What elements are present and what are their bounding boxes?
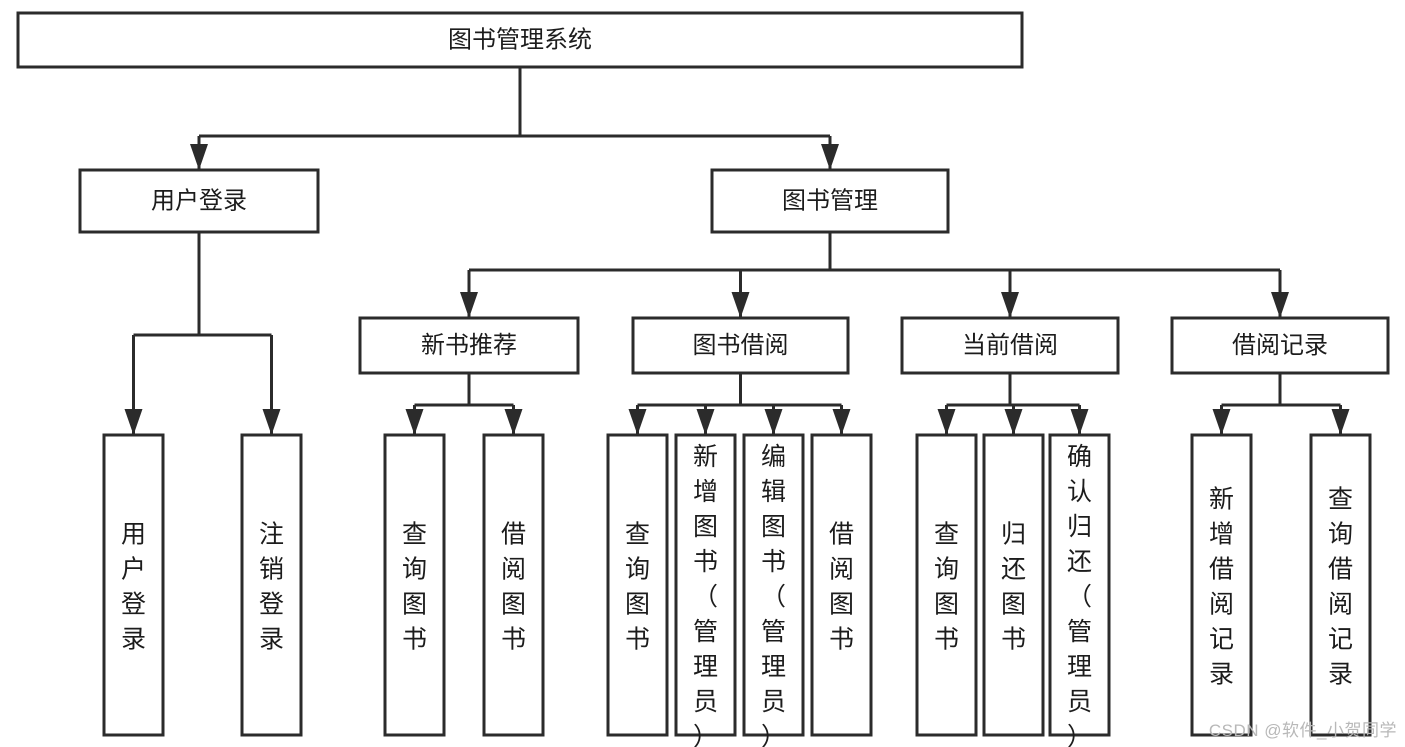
node-box-leaf-query-borrow-record[interactable] — [1309, 433, 1372, 737]
arrow-head-icon — [937, 409, 956, 435]
node-label-leaf-confirm-return-admin: 确认归还（管理员） — [1067, 443, 1092, 747]
node-label-book-borrow: 图书借阅 — [693, 332, 789, 359]
arrow-head-icon — [1070, 409, 1089, 435]
node-box-leaf-borrow-book-rec[interactable] — [482, 433, 545, 737]
arrow-head-icon — [190, 144, 208, 170]
node-box-root[interactable] — [16, 11, 1024, 69]
node-label-user-login: 用户登录 — [151, 187, 247, 214]
node-leaf-query-book-borrow[interactable]: 查询图书 — [606, 433, 669, 737]
node-borrow-record[interactable]: 借阅记录 — [1170, 316, 1390, 375]
node-book-manage[interactable]: 图书管理 — [710, 168, 950, 234]
node-label-borrow-record: 借阅记录 — [1232, 332, 1328, 359]
node-label-leaf-query-book-current: 查询图书 — [934, 520, 959, 653]
node-label-current-borrow: 当前借阅 — [962, 332, 1058, 359]
arrow-head-icon — [1271, 292, 1289, 318]
node-user-login[interactable]: 用户登录 — [78, 168, 320, 234]
node-box-leaf-edit-book-admin[interactable] — [742, 433, 805, 737]
arrow-head-icon — [460, 292, 478, 318]
node-box-leaf-logout[interactable] — [240, 433, 303, 737]
node-leaf-add-book-admin[interactable]: 新增图书（管理员） — [674, 433, 737, 747]
node-box-leaf-add-borrow-record[interactable] — [1190, 433, 1253, 737]
node-label-leaf-add-book-admin: 新增图书（管理员） — [693, 443, 718, 747]
arrow-head-icon — [1004, 409, 1023, 435]
node-leaf-borrow-book-rec[interactable]: 借阅图书 — [482, 433, 545, 737]
node-box-leaf-borrow-book[interactable] — [810, 433, 873, 737]
node-box-leaf-add-book-admin[interactable] — [674, 433, 737, 737]
node-box-borrow-record[interactable] — [1170, 316, 1390, 375]
node-label-leaf-query-borrow-record: 查询借阅记录 — [1328, 485, 1353, 688]
node-box-leaf-query-book-rec[interactable] — [383, 433, 446, 737]
node-leaf-add-borrow-record[interactable]: 新增借阅记录 — [1190, 433, 1253, 737]
node-leaf-query-book-rec[interactable]: 查询图书 — [383, 433, 446, 737]
node-book-borrow[interactable]: 图书借阅 — [631, 316, 850, 375]
node-box-book-manage[interactable] — [710, 168, 950, 234]
arrow-head-icon — [1001, 292, 1019, 318]
node-label-leaf-query-book-borrow: 查询图书 — [625, 520, 650, 653]
arrow-head-icon — [405, 409, 424, 435]
node-label-leaf-borrow-book-rec: 借阅图书 — [501, 520, 526, 653]
arrow-head-icon — [124, 409, 143, 435]
node-leaf-query-borrow-record[interactable]: 查询借阅记录 — [1309, 433, 1372, 737]
node-leaf-confirm-return-admin[interactable]: 确认归还（管理员） — [1048, 433, 1111, 747]
node-label-root: 图书管理系统 — [448, 26, 592, 53]
node-box-leaf-query-book-current[interactable] — [915, 433, 978, 737]
node-box-current-borrow[interactable] — [900, 316, 1120, 375]
node-label-leaf-add-borrow-record: 新增借阅记录 — [1209, 485, 1234, 688]
node-label-leaf-query-book-rec: 查询图书 — [402, 520, 427, 653]
node-label-leaf-return-book: 归还图书 — [1001, 520, 1026, 653]
connector-lines — [124, 67, 1350, 435]
node-leaf-user-login[interactable]: 用户登录 — [102, 433, 165, 737]
arrow-head-icon — [1212, 409, 1231, 435]
node-label-leaf-logout: 注销登录 — [259, 520, 284, 653]
node-leaf-edit-book-admin[interactable]: 编辑图书（管理员） — [742, 433, 805, 747]
node-box-leaf-confirm-return-admin[interactable] — [1048, 433, 1111, 737]
node-label-new-book-recommend: 新书推荐 — [421, 332, 517, 359]
node-label-leaf-borrow-book: 借阅图书 — [829, 520, 854, 653]
node-leaf-logout[interactable]: 注销登录 — [240, 433, 303, 737]
arrow-head-icon — [731, 292, 750, 318]
node-label-leaf-user-login: 用户登录 — [121, 520, 146, 653]
node-box-book-borrow[interactable] — [631, 316, 850, 375]
watermark-text: CSDN @软件_小贺同学 — [1208, 721, 1397, 740]
node-box-leaf-return-book[interactable] — [982, 433, 1045, 737]
node-box-leaf-user-login[interactable] — [102, 433, 165, 737]
node-root[interactable]: 图书管理系统 — [16, 11, 1024, 69]
arrow-head-icon — [1331, 409, 1350, 435]
node-label-leaf-edit-book-admin: 编辑图书（管理员） — [761, 443, 786, 747]
node-box-leaf-query-book-borrow[interactable] — [606, 433, 669, 737]
node-leaf-borrow-book[interactable]: 借阅图书 — [810, 433, 873, 737]
arrow-head-icon — [764, 409, 783, 435]
arrow-head-icon — [696, 409, 715, 435]
node-label-book-manage: 图书管理 — [782, 187, 878, 214]
node-box-new-book-recommend[interactable] — [358, 316, 580, 375]
node-current-borrow[interactable]: 当前借阅 — [900, 316, 1120, 375]
arrow-head-icon — [821, 144, 839, 170]
node-leaf-return-book[interactable]: 归还图书 — [982, 433, 1045, 737]
arrow-head-icon — [262, 409, 281, 435]
node-leaf-query-book-current[interactable]: 查询图书 — [915, 433, 978, 737]
diagram-nodes: 图书管理系统用户登录图书管理新书推荐图书借阅当前借阅借阅记录用户登录注销登录查询… — [16, 11, 1390, 747]
arrow-head-icon — [628, 409, 647, 435]
arrow-head-icon — [832, 409, 851, 435]
arrow-head-icon — [504, 409, 523, 435]
node-new-book-recommend[interactable]: 新书推荐 — [358, 316, 580, 375]
node-box-user-login[interactable] — [78, 168, 320, 234]
